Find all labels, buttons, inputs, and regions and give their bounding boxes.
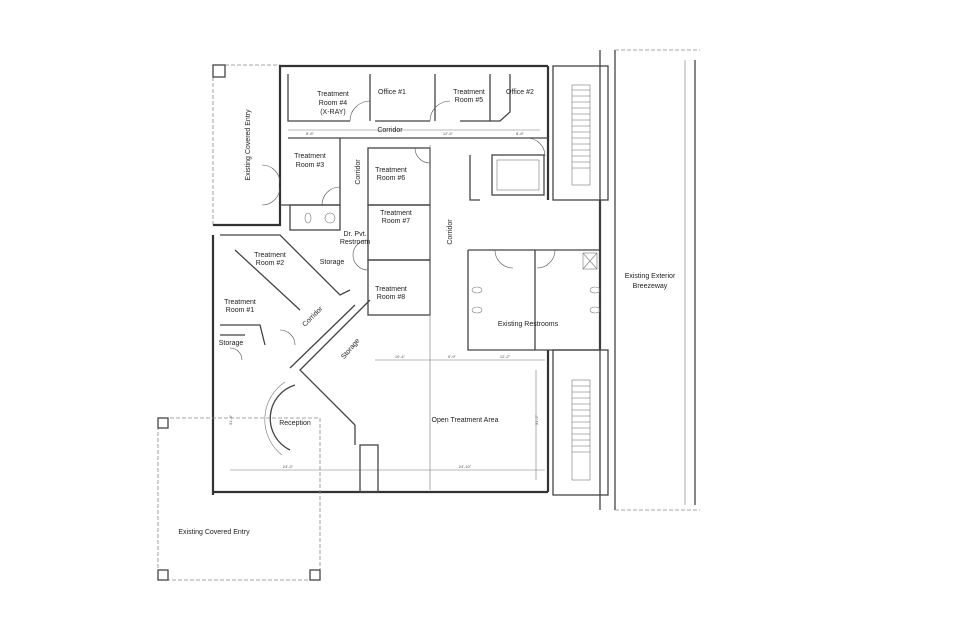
breezeway-label-line1: Existing Exterior [625, 273, 676, 280]
top-rooms: Treatment Room #4 (X-RAY) Office #1 Trea… [287, 74, 548, 157]
dimension-label: 8'-8" [516, 131, 525, 136]
dimension-label: 31'-2" [534, 414, 539, 425]
corridor-top-label: Corridor [377, 127, 403, 134]
storage-2-label: Storage [219, 340, 244, 347]
treatment-room-8-line1: Treatment [375, 286, 407, 293]
treatment-room-8-line2: Room #8 [377, 294, 406, 301]
dimension-label: 12'-5" [443, 131, 454, 136]
corridor-diag-label: Corridor [302, 305, 325, 328]
office-2-label: Office #2 [506, 89, 534, 96]
dimension-label: 24'-3" [283, 464, 294, 469]
service-core: Existing Restrooms [467, 154, 601, 351]
covered-entry-bottom: Existing Covered Entry [157, 417, 321, 581]
existing-restrooms-label: Existing Restrooms [498, 321, 559, 328]
treatment-room-1-line1: Treatment [224, 299, 256, 306]
treatment-room-5-line1: Treatment [453, 89, 485, 96]
breezeway-label-line2: Breezeway [633, 283, 668, 290]
breezeway: Existing Exterior Breezeway [599, 49, 700, 511]
treatment-room-4-line1: Treatment [317, 91, 349, 98]
corridor-left-label: Corridor [355, 159, 362, 185]
covered-entry-bottom-label: Existing Covered Entry [178, 529, 250, 536]
reception-desk: Reception [264, 381, 311, 456]
dr-restroom-line2: Restroom [340, 239, 371, 246]
storage-1-label: Storage [320, 259, 345, 266]
treatment-room-3-line1: Treatment [294, 153, 326, 160]
covered-entry-top-label: Existing Covered Entry [245, 109, 252, 181]
dimension-label: 8'-8" [306, 131, 315, 136]
building-outline [211, 64, 602, 495]
treatment-room-6-line1: Treatment [375, 167, 407, 174]
dimension-label: 5'-9" [448, 354, 457, 359]
open-treatment-label: Open Treatment Area [432, 417, 499, 424]
corridor-right-label: Corridor [447, 219, 454, 245]
treatment-room-1-line2: Room #1 [226, 307, 255, 314]
treatment-room-7-line1: Treatment [380, 210, 412, 217]
dimension-label: 12'-2" [500, 354, 511, 359]
storage-3-label: Storage [340, 337, 361, 360]
treatment-room-3-line2: Room #3 [296, 162, 325, 169]
treatment-room-5-line2: Room #5 [455, 97, 484, 104]
dimension-label: 31'-4" [228, 414, 233, 425]
covered-entry-top: Existing Covered Entry [212, 64, 281, 226]
treatment-room-4-line2: Room #4 [319, 100, 348, 107]
reception-label: Reception [279, 420, 311, 427]
dimension-label: 10'-4" [395, 354, 406, 359]
middle-rooms: Treatment Room #3 Corridor Treatment Roo… [261, 138, 454, 316]
dr-restroom-line1: Dr. Pvt. [344, 231, 367, 238]
treatment-room-2-line2: Room #2 [256, 260, 285, 267]
treatment-room-4-line3: (X-RAY) [320, 109, 346, 116]
diagonal-wing: Treatment Room #2 Treatment Room #1 Stor… [219, 234, 371, 445]
office-1-label: Office #1 [378, 89, 406, 96]
treatment-room-6-line2: Room #6 [377, 175, 406, 182]
stair-tower-top [552, 65, 609, 201]
open-treatment-area: Open Treatment Area 24'-3" 24'-10" 10'-4… [228, 145, 545, 493]
treatment-room-2-line1: Treatment [254, 252, 286, 259]
dimension-label: 24'-10" [459, 464, 472, 469]
treatment-room-7-line2: Room #7 [382, 218, 411, 225]
